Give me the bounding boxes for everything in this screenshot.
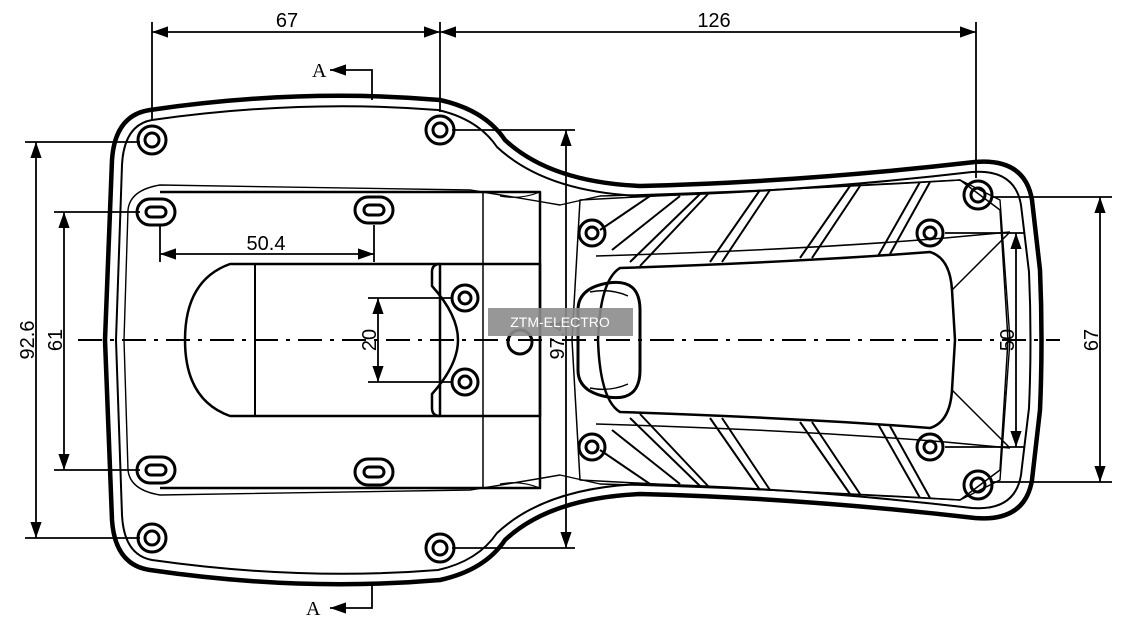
watermark: ZTM-ELECTRO xyxy=(488,308,633,336)
dimension-labels: 67 126 50.4 92.6 61 20 97.4 50 67 xyxy=(17,8,1103,359)
screw-hole xyxy=(136,114,994,564)
svg-text:A: A xyxy=(312,60,327,82)
dim-50: 50 xyxy=(997,329,1019,351)
dim-61: 61 xyxy=(45,329,67,351)
svg-text:A: A xyxy=(306,598,321,620)
screw-holes xyxy=(135,114,994,564)
dim-126: 126 xyxy=(697,10,730,32)
section-mark-top: A xyxy=(312,60,373,100)
oval-button xyxy=(576,280,642,400)
latch-plate xyxy=(430,262,542,418)
svg-text:ZTM-ELECTRO: ZTM-ELECTRO xyxy=(510,314,610,330)
outer-contour xyxy=(102,93,1044,587)
inner-contour xyxy=(115,105,1032,575)
grip-ribs-top xyxy=(599,181,931,267)
grip-ribs-bottom xyxy=(599,413,931,499)
dimension-lines xyxy=(25,22,1112,549)
grip-rim xyxy=(571,179,1009,501)
battery-door xyxy=(183,262,442,418)
section-mark-bottom: A xyxy=(306,584,373,620)
grip-window xyxy=(596,250,957,430)
dim-20: 20 xyxy=(359,329,381,351)
dim-50-4: 50.4 xyxy=(247,233,286,255)
dim-67-right: 67 xyxy=(1081,329,1103,351)
dim-92-6: 92.6 xyxy=(17,321,39,360)
dim-67-top: 67 xyxy=(276,10,298,32)
